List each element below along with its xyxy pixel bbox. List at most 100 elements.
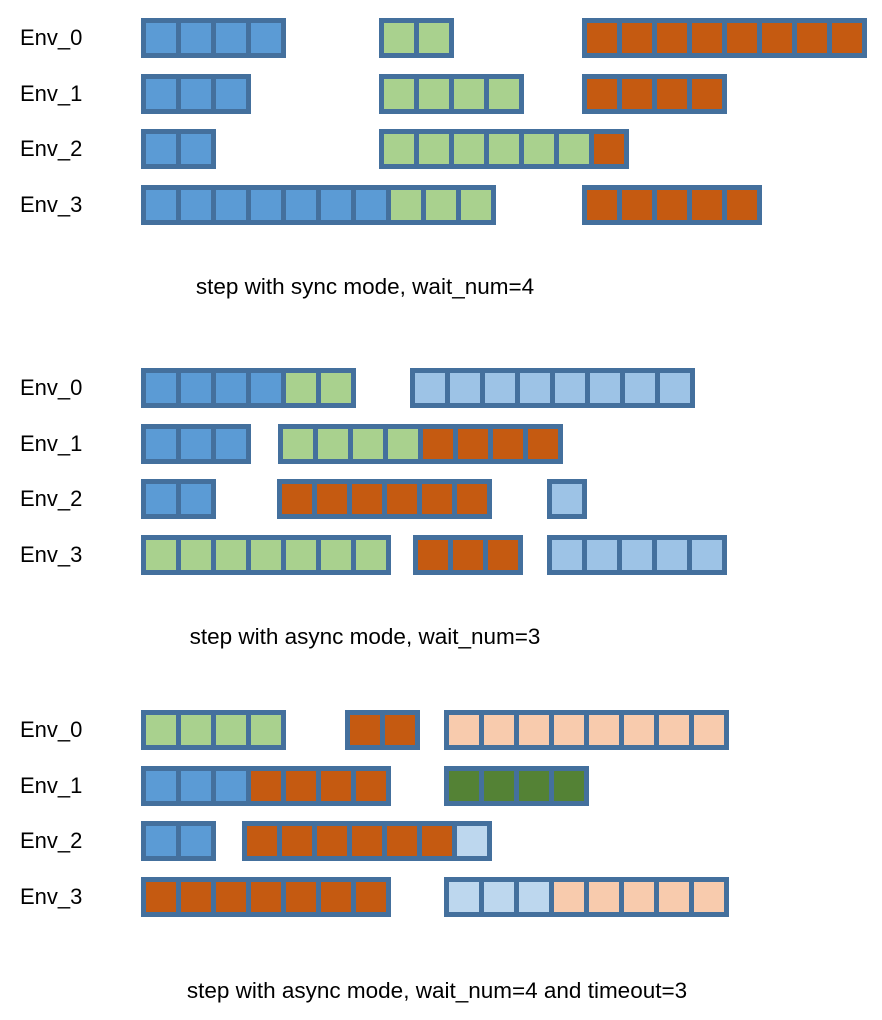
- step-cell-green: [426, 189, 456, 220]
- step-cell-peach: [694, 715, 724, 745]
- step-cell-green: [321, 539, 351, 570]
- step-bar: [547, 534, 727, 575]
- step-cell-blue: [216, 23, 246, 53]
- step-cell-green: [388, 428, 418, 459]
- step-bar: [413, 534, 523, 575]
- step-cell-blue: [146, 78, 176, 109]
- step-bar: [379, 73, 524, 114]
- env-label-env_0: Env_0: [20, 717, 83, 742]
- step-cell-green: [251, 539, 281, 570]
- step-cell-orange: [352, 826, 382, 856]
- step-cell-light-blue: [692, 539, 722, 570]
- step-bar: [547, 479, 587, 519]
- step-cell-light-blue: [450, 373, 480, 403]
- step-cell-orange: [423, 428, 453, 459]
- step-cell-dark-green: [554, 770, 584, 801]
- env-label-env_3: Env_3: [20, 541, 83, 567]
- step-cell-blue: [181, 826, 211, 856]
- step-cell-orange: [247, 826, 277, 856]
- step-bar: [379, 18, 454, 58]
- env-label-env_2: Env_2: [20, 136, 83, 161]
- step-cell-green: [454, 134, 484, 164]
- step-cell-green: [216, 715, 246, 745]
- step-cell-blue: [181, 428, 211, 459]
- step-cell-green: [419, 78, 449, 109]
- step-cell-green: [318, 428, 348, 459]
- step-cell-orange: [385, 715, 415, 745]
- step-cell-orange: [692, 78, 722, 109]
- step-cell-light-blue: [555, 373, 585, 403]
- step-bar: [444, 765, 589, 806]
- step-cell-light-blue: [587, 539, 617, 570]
- step-cell-green: [181, 539, 211, 570]
- step-cell-peach: [624, 715, 654, 745]
- step-cell-blue: [216, 428, 246, 459]
- step-cell-orange: [587, 23, 617, 53]
- step-cell-green: [419, 23, 449, 53]
- step-cell-orange: [387, 826, 417, 856]
- step-cell-orange: [692, 189, 722, 220]
- env-label-env_0: Env_0: [20, 375, 83, 400]
- env-label-env_3: Env_3: [20, 191, 83, 217]
- step-bar: [582, 18, 867, 58]
- env-label-env_3: Env_3: [20, 883, 83, 909]
- step-bar: [582, 184, 762, 225]
- step-cell-orange: [317, 826, 347, 856]
- step-cell-light-blue: [657, 539, 687, 570]
- step-cell-blue: [216, 770, 246, 801]
- env-label-env_1: Env_1: [20, 430, 83, 456]
- step-bar: [242, 821, 492, 861]
- step-cell-orange: [594, 134, 624, 164]
- step-cell-green: [559, 134, 589, 164]
- step-cell-light-blue: [590, 373, 620, 403]
- step-bar: [582, 73, 727, 114]
- step-cell-blue: [181, 78, 211, 109]
- step-cell-blue: [216, 78, 246, 109]
- step-cell-green: [419, 134, 449, 164]
- step-cell-green: [524, 134, 554, 164]
- step-cell-orange: [317, 484, 347, 514]
- step-bar: [141, 73, 251, 114]
- step-cell-pale-blue: [449, 881, 479, 912]
- step-cell-blue: [181, 23, 211, 53]
- step-cell-peach: [624, 881, 654, 912]
- step-cell-orange: [453, 539, 483, 570]
- step-cell-light-blue: [485, 373, 515, 403]
- step-cell-orange: [493, 428, 523, 459]
- env-label-env_1: Env_1: [20, 772, 83, 798]
- step-bar: [141, 184, 496, 225]
- step-cell-green: [216, 539, 246, 570]
- step-cell-blue: [181, 484, 211, 514]
- step-bar: [141, 876, 391, 917]
- step-cell-green: [384, 23, 414, 53]
- caption-async-wait3: step with async mode, wait_num=3: [189, 624, 541, 649]
- caption-async-wait4-timeout3: step with async mode, wait_num=4 and tim…: [186, 978, 688, 1003]
- step-cell-orange: [457, 484, 487, 514]
- step-cell-orange: [286, 770, 316, 801]
- step-cell-orange: [352, 484, 382, 514]
- step-cell-orange: [762, 23, 792, 53]
- step-cell-peach: [659, 881, 689, 912]
- step-cell-orange: [251, 770, 281, 801]
- step-cell-green: [384, 78, 414, 109]
- step-cell-blue: [181, 770, 211, 801]
- step-bar: [141, 479, 216, 519]
- step-cell-orange: [622, 23, 652, 53]
- step-cell-orange: [657, 23, 687, 53]
- env-label-env_0: Env_0: [20, 25, 83, 50]
- step-cell-orange: [216, 881, 246, 912]
- step-cell-orange: [350, 715, 380, 745]
- step-cell-orange: [356, 770, 386, 801]
- step-cell-orange: [356, 881, 386, 912]
- step-cell-orange: [282, 484, 312, 514]
- step-cell-orange: [321, 770, 351, 801]
- step-cell-orange: [422, 826, 452, 856]
- step-cell-orange: [418, 539, 448, 570]
- step-cell-orange: [797, 23, 827, 53]
- step-bar: [141, 710, 286, 750]
- step-cell-green: [489, 134, 519, 164]
- step-cell-blue: [286, 189, 316, 220]
- step-cell-orange: [587, 78, 617, 109]
- step-bar: [141, 534, 391, 575]
- step-bar: [444, 876, 729, 917]
